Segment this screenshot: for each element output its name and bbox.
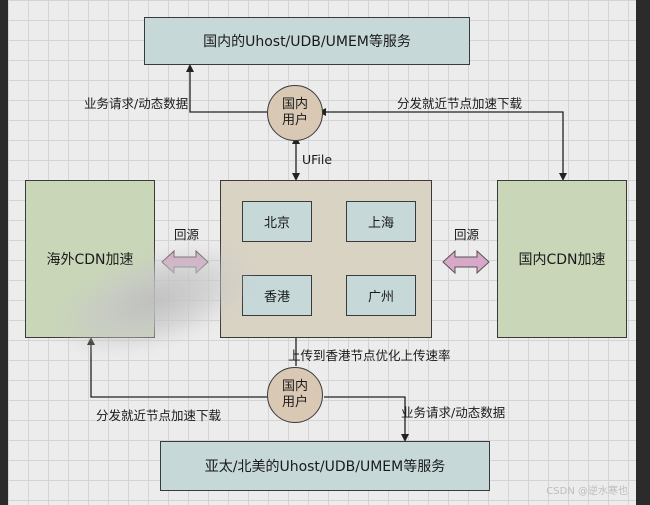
node-beijing: 北京	[242, 201, 312, 242]
top-service-box: 国内的Uhost/UDB/UMEM等服务	[144, 17, 470, 65]
node-shanghai: 上海	[346, 201, 416, 242]
user-label-line1: 国内	[281, 379, 308, 394]
node-guangzhou: 广州	[346, 275, 416, 316]
label-origin-left: 回源	[174, 227, 200, 242]
label-business-request-bottom: 业务请求/动态数据	[401, 405, 506, 420]
arrow-user-bottom-service	[324, 396, 409, 442]
arrow-user-to-top-service	[186, 64, 267, 113]
label-upload-hk: 上传到香港节点优化上传速率	[288, 348, 451, 363]
watermark: CSDN @逆水寒也	[546, 486, 628, 497]
domestic-user-top: 国内 用户	[267, 85, 323, 141]
domestic-user-bottom: 国内 用户	[267, 367, 323, 423]
arrow-user-domestic-cdn	[318, 108, 567, 181]
bottom-service-box: 亚太/北美的Uhost/UDB/UMEM等服务	[160, 441, 490, 491]
label-business-request-top: 业务请求/动态数据	[84, 96, 189, 111]
user-label-line2: 用户	[281, 395, 308, 410]
user-label-line2: 用户	[281, 113, 308, 128]
label-ufile: UFile	[302, 152, 333, 167]
user-label-line1: 国内	[281, 97, 308, 112]
label-nearest-download-top: 分发就近节点加速下载	[397, 96, 523, 111]
domestic-cdn-box: 国内CDN加速	[497, 180, 627, 338]
origin-arrow-right	[442, 249, 490, 275]
label-origin-right: 回源	[454, 227, 480, 242]
label-nearest-download-bottom: 分发就近节点加速下载	[96, 408, 222, 423]
